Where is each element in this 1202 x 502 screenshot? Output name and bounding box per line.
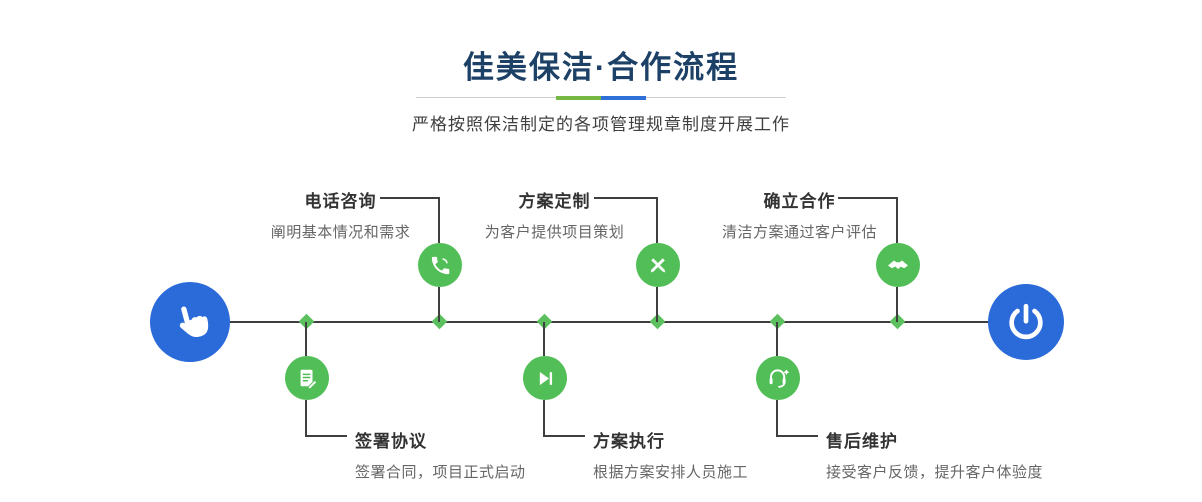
phone-icon bbox=[429, 254, 452, 277]
step-desc: 清洁方案通过客户评估 bbox=[721, 224, 877, 241]
connector-line bbox=[896, 287, 898, 322]
connector-line bbox=[594, 197, 658, 199]
hand-pointer-icon bbox=[164, 296, 215, 347]
connector-line bbox=[838, 197, 898, 199]
step-node bbox=[636, 243, 680, 287]
connector-line bbox=[656, 287, 658, 322]
step-title: 签署协议 bbox=[355, 432, 427, 451]
step-desc: 为客户提供项目策划 bbox=[484, 224, 625, 241]
connector-line bbox=[305, 400, 307, 437]
step-node bbox=[418, 243, 462, 287]
step-title: 电话咨询 bbox=[304, 192, 377, 211]
step-title: 方案定制 bbox=[518, 192, 591, 211]
start-node bbox=[150, 282, 230, 362]
handshake-icon bbox=[886, 253, 910, 277]
connector-line bbox=[543, 400, 545, 437]
divider-blue-segment bbox=[601, 95, 646, 100]
step-node bbox=[285, 356, 329, 400]
step-node bbox=[523, 356, 567, 400]
step-node bbox=[876, 243, 920, 287]
step-desc: 根据方案安排人员施工 bbox=[593, 464, 749, 481]
title-divider bbox=[416, 95, 786, 100]
connector-line bbox=[438, 287, 440, 322]
connector-line bbox=[543, 322, 545, 356]
connector-line bbox=[544, 435, 585, 437]
step-title: 售后维护 bbox=[826, 432, 898, 451]
connector-line bbox=[306, 435, 347, 437]
connector-line bbox=[305, 322, 307, 356]
step-title: 方案执行 bbox=[593, 432, 665, 451]
divider-green-segment bbox=[556, 95, 601, 100]
page-title: 佳美保洁·合作流程 bbox=[462, 50, 740, 85]
step-title: 确立合作 bbox=[763, 192, 836, 211]
step-desc: 签署合同，项目正式启动 bbox=[355, 464, 526, 481]
play-forward-icon bbox=[535, 368, 556, 389]
end-node bbox=[988, 284, 1064, 360]
connector-line bbox=[380, 197, 440, 199]
connector-line bbox=[777, 435, 818, 437]
step-desc: 接受客户反馈，提升客户体验度 bbox=[826, 464, 1044, 481]
design-pencil-icon bbox=[647, 254, 669, 276]
connector-line bbox=[776, 322, 778, 356]
step-desc: 阐明基本情况和需求 bbox=[270, 224, 411, 241]
headset-support-icon bbox=[766, 366, 790, 390]
page-subtitle: 严格按照保洁制定的各项管理规章制度开展工作 bbox=[412, 115, 790, 134]
timeline-line bbox=[190, 321, 1025, 323]
connector-line bbox=[438, 197, 440, 243]
power-icon bbox=[1006, 302, 1046, 342]
connector-line bbox=[656, 197, 658, 243]
contract-icon bbox=[296, 367, 318, 389]
step-node bbox=[756, 356, 800, 400]
connector-line bbox=[896, 197, 898, 243]
connector-line bbox=[776, 400, 778, 437]
